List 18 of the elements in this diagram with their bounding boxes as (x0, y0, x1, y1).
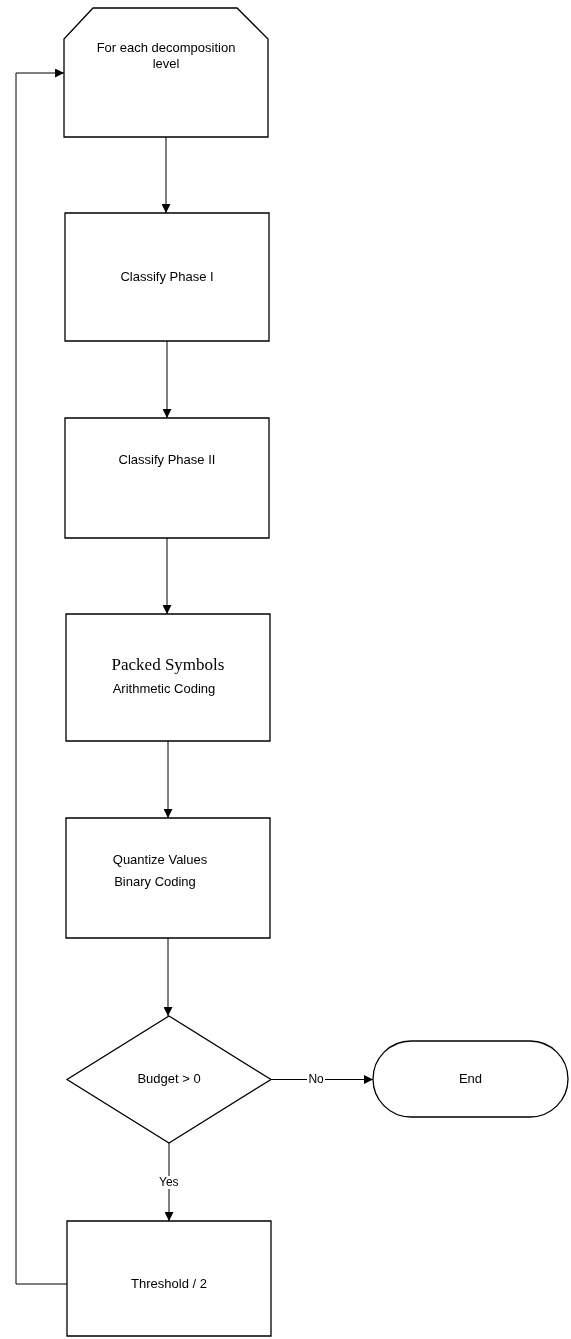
arrow (162, 340, 172, 419)
edge-label: Yes (158, 1175, 180, 1189)
node-label: End (457, 1071, 484, 1087)
arrow (163, 937, 173, 1017)
arrow (163, 740, 173, 819)
node-label: Quantize Values (111, 852, 209, 868)
node-label: Classify Phase I (119, 269, 215, 285)
arrow (15, 68, 68, 1285)
edge-label: No (307, 1073, 325, 1086)
node-label: Packed Symbols (110, 655, 226, 675)
arrow (162, 537, 172, 615)
node-label: Arithmetic Coding (111, 681, 217, 697)
arrow (161, 136, 171, 214)
node-label: For each decomposition level (95, 40, 237, 72)
node-label: Budget > 0 (136, 1071, 202, 1087)
node-label: Threshold / 2 (130, 1276, 208, 1292)
node-label: Binary Coding (113, 874, 197, 890)
node-label: Classify Phase II (117, 452, 217, 468)
